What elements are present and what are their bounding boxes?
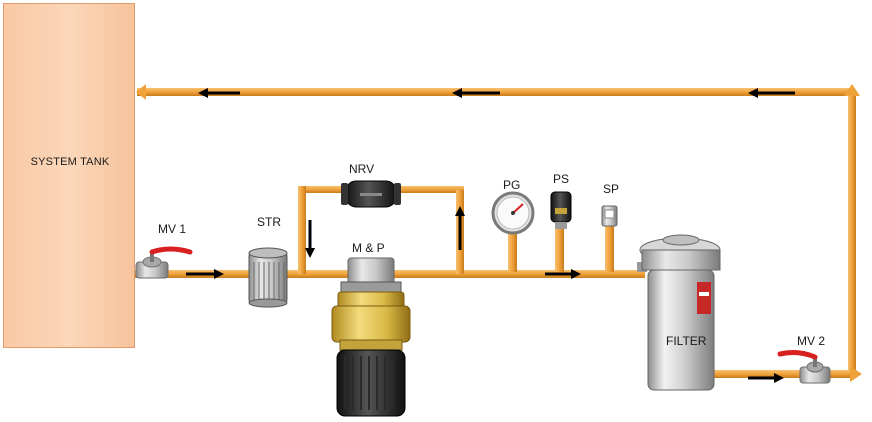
nrv-label: NRV — [349, 162, 374, 176]
flow-arrow-icon — [545, 269, 581, 279]
pg-branch-pipe — [508, 228, 517, 272]
pg-label: PG — [503, 178, 520, 192]
filter-label: FILTER — [666, 334, 707, 348]
flow-arrow-icon — [748, 373, 784, 383]
return-line-pipe — [136, 84, 860, 378]
mv1-ball-valve-icon — [135, 246, 193, 279]
ps-label: PS — [553, 172, 569, 186]
ps-branch-pipe — [555, 228, 564, 272]
mv1-label: MV 1 — [158, 222, 186, 236]
filter-housing-icon — [637, 234, 721, 391]
sp-label: SP — [603, 182, 619, 196]
flow-arrow-icon — [198, 88, 240, 98]
motor-pump-icon — [331, 257, 411, 417]
sample-point-icon — [601, 205, 618, 227]
flow-arrow-icon — [452, 88, 500, 98]
str-strainer-icon — [248, 247, 288, 308]
flow-arrow-icon — [305, 220, 315, 258]
system-tank-label: SYSTEM TANK — [30, 156, 110, 168]
pressure-switch-icon — [550, 191, 572, 229]
flow-arrows — [186, 88, 795, 383]
flow-arrow-icon — [748, 88, 795, 98]
mv2-ball-valve-icon — [777, 350, 831, 384]
str-label: STR — [257, 215, 281, 229]
system-tank: SYSTEM TANK — [3, 3, 135, 348]
supply-line-pipe — [135, 270, 862, 382]
mv2-label: MV 2 — [797, 334, 825, 348]
sp-branch-pipe — [605, 226, 614, 272]
pressure-gauge-icon — [491, 191, 535, 235]
mp-label: M & P — [352, 241, 385, 255]
flow-arrow-icon — [455, 206, 465, 250]
flow-arrow-icon — [186, 269, 224, 279]
nrv-check-valve-icon — [341, 180, 401, 208]
